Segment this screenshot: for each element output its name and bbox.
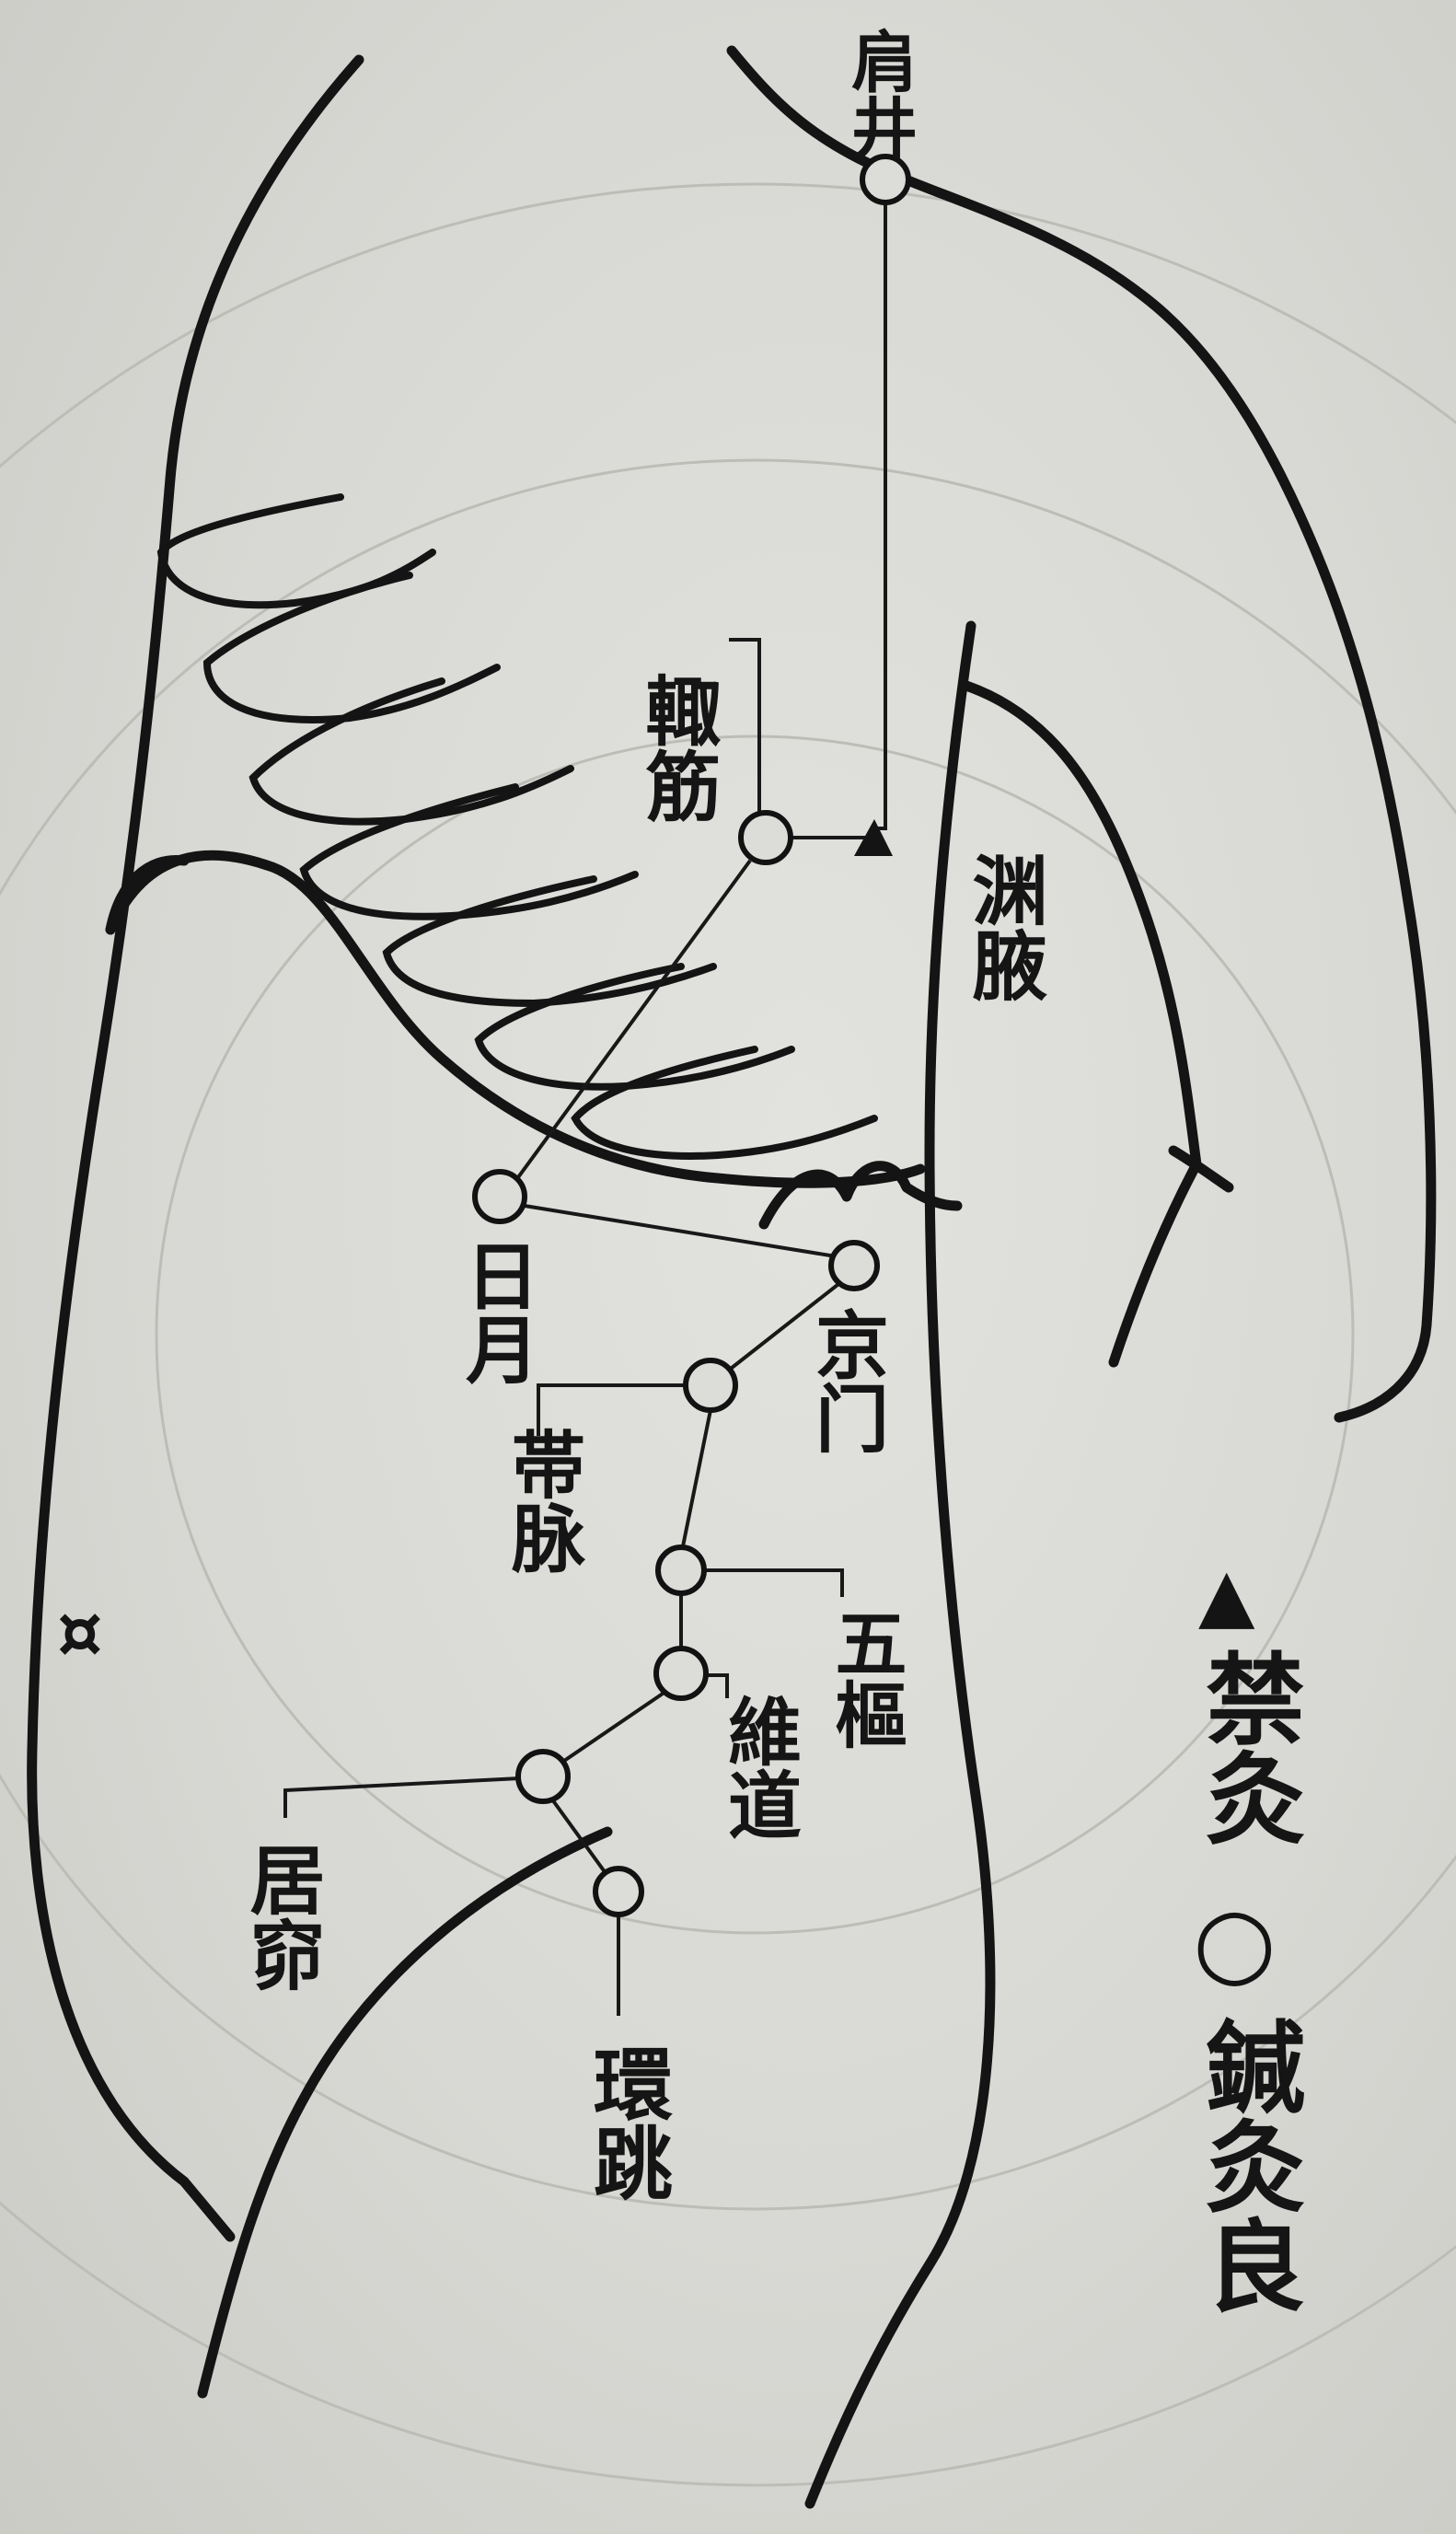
riyue-to-jingmen	[525, 1206, 836, 1256]
label-juliao: 居窌	[237, 1841, 325, 1992]
rib-line	[207, 575, 497, 720]
label-jianjing: 肩井	[840, 28, 919, 160]
point-weidao	[656, 1649, 706, 1698]
rib-line	[575, 1049, 874, 1156]
point-jianjing	[862, 156, 908, 202]
legend-forbidden-label: 禁灸	[1189, 1648, 1305, 1846]
point-juliao	[518, 1752, 568, 1801]
label-zhejin: 輙筋	[632, 672, 721, 823]
rib-line	[479, 966, 792, 1087]
point-wushu	[658, 1547, 704, 1593]
label-daimai: 帯脉	[500, 1427, 586, 1574]
point-zhejin	[741, 813, 791, 862]
shoulder-outline	[732, 51, 1431, 1417]
arm-inner-outline	[966, 686, 1196, 1362]
wushu-leader	[702, 1570, 842, 1597]
zhejin-to-riyue	[511, 861, 750, 1187]
label-weidao: 維道	[716, 1694, 803, 1841]
jianjing-leader	[872, 179, 885, 828]
side-symbol: ¤	[57, 1591, 103, 1674]
point-huantiao	[595, 1869, 641, 1915]
rib-line	[387, 879, 713, 1003]
zhejin-leader	[729, 640, 759, 838]
label-wushu: 五樞	[824, 1606, 907, 1750]
legend-good-label: 鍼灸良	[1189, 2016, 1305, 2314]
legend-good-symbol: ○	[1193, 1885, 1277, 1997]
label-riyue: 日月	[454, 1238, 540, 1385]
point-riyue	[475, 1172, 525, 1221]
label-jingmen: 京门	[803, 1307, 890, 1454]
daimai-to-wushu	[683, 1410, 711, 1546]
label-huantiao: 環跳	[580, 2043, 673, 2202]
juliao-leader	[285, 1778, 520, 1818]
point-jingmen	[831, 1243, 877, 1289]
label-yuanye: 渊腋	[959, 851, 1047, 1002]
legend-forbidden-symbol: ▲	[1198, 1552, 1255, 1637]
point-daimai	[686, 1360, 735, 1410]
weidao-to-juliao	[561, 1694, 663, 1763]
